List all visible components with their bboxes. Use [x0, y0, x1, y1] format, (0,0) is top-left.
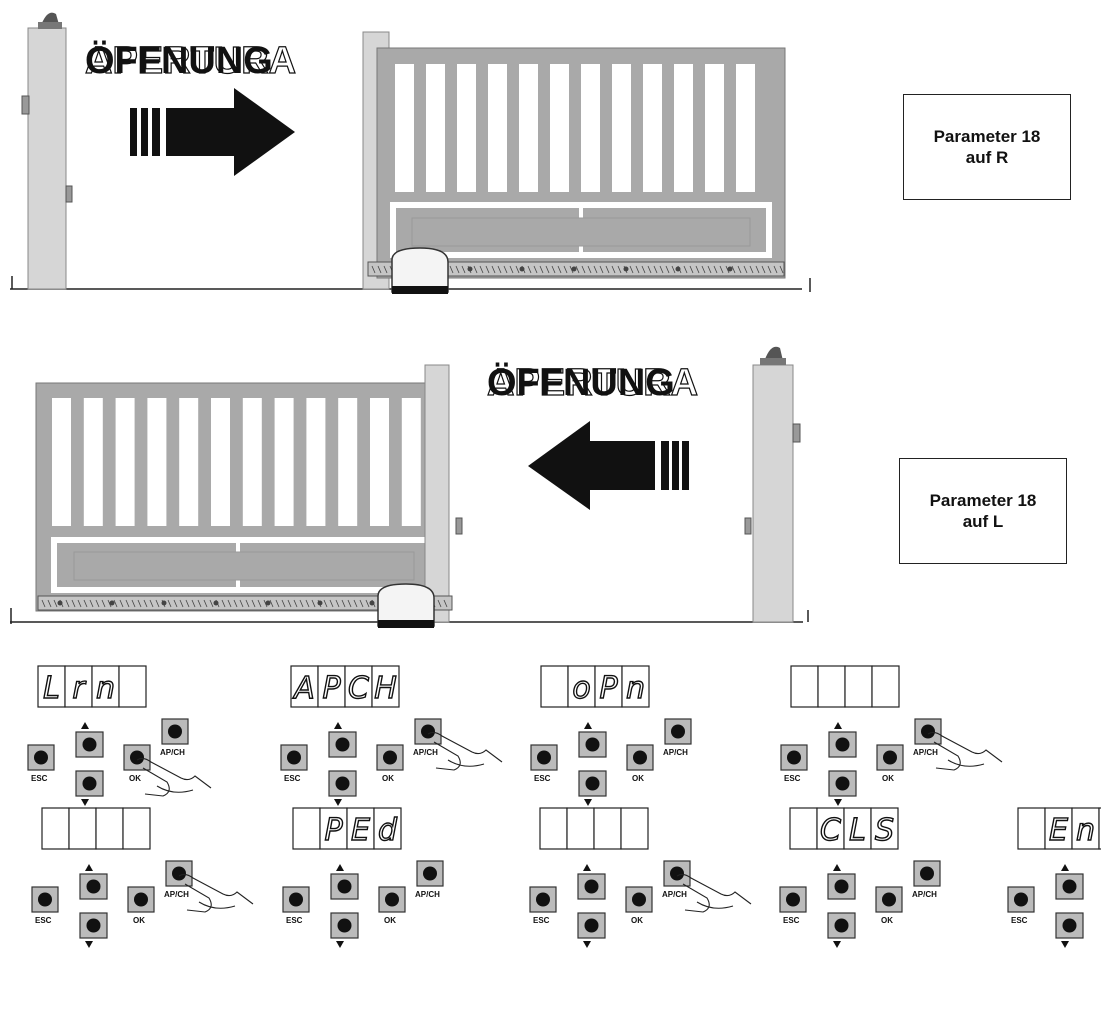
hand-pointer-icon — [178, 873, 254, 913]
esc-label: ESC — [31, 774, 48, 783]
keypad — [780, 718, 942, 807]
step-5: ESC OK AP/CH — [31, 807, 254, 949]
esc-label: ESC — [284, 774, 301, 783]
keypad — [1007, 860, 1101, 949]
gate-left — [35, 382, 441, 612]
left-post — [21, 12, 73, 290]
keypad — [280, 718, 442, 807]
display-digit: L — [43, 671, 60, 706]
display-digit: E — [1049, 813, 1068, 848]
parameter-line-1: Parameter 18 — [929, 491, 1037, 510]
parameter-box-r: Parameter 18 auf R — [903, 94, 1071, 200]
display — [790, 665, 900, 708]
display — [539, 807, 649, 850]
display-digit: n — [96, 671, 115, 706]
parameter-line-1: Parameter 18 — [933, 127, 1041, 146]
apch-label: AP/CH — [913, 748, 938, 757]
display-digit: A — [292, 671, 315, 706]
display-digit: P — [322, 671, 341, 706]
esc-label: ESC — [35, 916, 52, 925]
label-overprint-left: APERTURA — [487, 362, 698, 404]
keypad — [530, 718, 692, 807]
parameter-line-2: auf L — [962, 512, 1004, 531]
keypad — [529, 860, 691, 949]
keypad — [779, 860, 941, 949]
display-digit: n — [626, 671, 645, 706]
arrow-right — [130, 88, 295, 176]
display-digit: L — [849, 813, 866, 848]
apch-label: AP/CH — [662, 890, 687, 899]
hand-pointer-icon — [136, 757, 212, 797]
step-4: ESC OK AP/CH — [780, 665, 1003, 807]
display-digit: H — [374, 671, 397, 706]
ok-label: OK — [881, 916, 893, 925]
ok-label: OK — [632, 774, 644, 783]
center-post — [424, 364, 450, 623]
esc-label: ESC — [1011, 916, 1028, 925]
scene-right: APERTURA ÖFFNUNG — [10, 12, 811, 294]
step-7: ESC OK AP/CH — [529, 807, 752, 949]
display-digit: E — [351, 813, 370, 848]
scene-left: APERTURA ÖFFNUNG — [10, 346, 809, 628]
parameter-line-2: auf R — [965, 148, 1009, 167]
esc-label: ESC — [534, 774, 551, 783]
opening-label-left: ÖFFNUNG — [487, 361, 675, 404]
ok-label: OK — [384, 916, 396, 925]
gate-right — [376, 47, 786, 279]
ok-label: OK — [133, 916, 145, 925]
keypad — [31, 860, 193, 949]
apch-label: AP/CH — [413, 748, 438, 757]
esc-label: ESC — [286, 916, 303, 925]
arrow-left — [528, 421, 689, 510]
display-digit: P — [324, 813, 343, 848]
keypad — [27, 718, 189, 807]
keypad — [282, 860, 444, 949]
ok-label: OK — [382, 774, 394, 783]
display — [41, 807, 151, 850]
display-digit: d — [378, 813, 398, 848]
apch-label: AP/CH — [160, 748, 185, 757]
hand-pointer-icon — [927, 731, 1003, 771]
display-digit: P — [599, 671, 618, 706]
hand-pointer-icon — [676, 873, 752, 913]
apch-label: AP/CH — [663, 748, 688, 757]
label-overprint-right: APERTURA — [85, 40, 296, 82]
display-digit: o — [572, 671, 590, 706]
motor-left — [377, 583, 435, 628]
display-digit: n — [1076, 813, 1095, 848]
display-digit: C — [348, 671, 369, 706]
step-9: EnESCOKAP/CH — [1007, 807, 1101, 949]
display-digit: C — [820, 813, 841, 848]
esc-label: ESC — [783, 916, 800, 925]
apch-label: AP/CH — [164, 890, 189, 899]
right-post-lamp — [744, 346, 801, 623]
parameter-box-l: Parameter 18 auf L — [899, 458, 1067, 564]
ok-label: OK — [631, 916, 643, 925]
esc-label: ESC — [533, 916, 550, 925]
apch-label: AP/CH — [415, 890, 440, 899]
apch-label: AP/CH — [912, 890, 937, 899]
esc-label: ESC — [784, 774, 801, 783]
hand-pointer-icon — [427, 731, 503, 771]
ok-label: OK — [129, 774, 141, 783]
display-digit: r — [72, 671, 86, 706]
display-digit: S — [875, 813, 894, 848]
opening-label-right: ÖFFNUNG — [85, 39, 273, 82]
motor-right — [391, 247, 449, 294]
ok-label: OK — [882, 774, 894, 783]
